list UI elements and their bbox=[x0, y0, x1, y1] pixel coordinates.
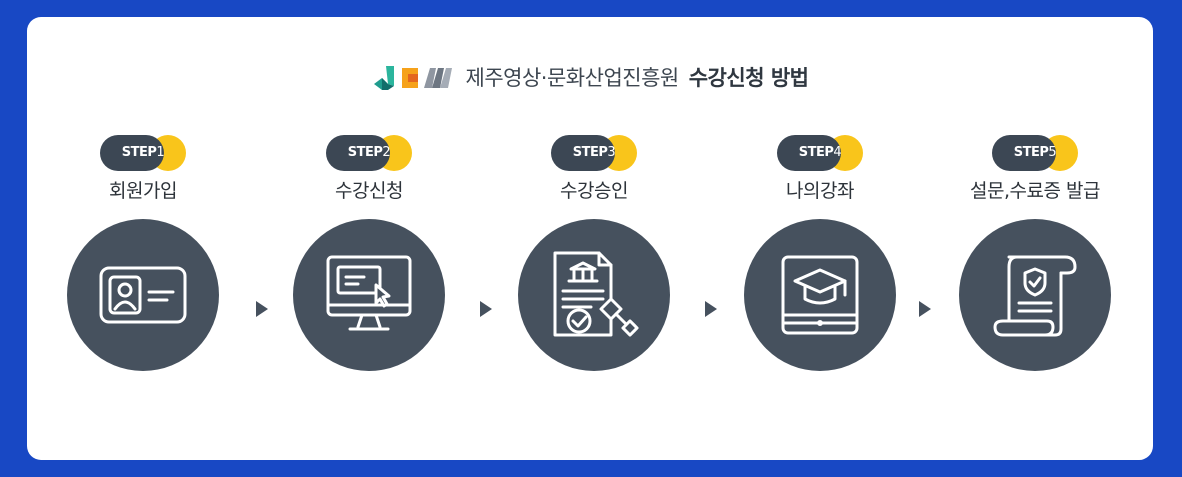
step-badge: STEP1 bbox=[100, 135, 186, 171]
step-badge-label: STEP bbox=[1013, 145, 1049, 160]
step-number: 2 bbox=[382, 145, 391, 160]
step-arrow bbox=[256, 301, 268, 317]
step-badge-label: STEP bbox=[798, 145, 834, 160]
page-title: 수강신청 방법 bbox=[688, 66, 809, 90]
step-label: 수강승인 bbox=[560, 180, 628, 202]
step-circle bbox=[744, 219, 896, 371]
step-label: 나의강좌 bbox=[786, 180, 854, 202]
step-4: STEP4 나의강좌 bbox=[740, 135, 900, 371]
step-badge: STEP4 bbox=[777, 135, 863, 171]
process-card: 제주영상·문화산업진흥원 수강신청 방법 STEP1 회원가입 STEP2 수강 bbox=[27, 17, 1153, 460]
step-badge-label: STEP bbox=[347, 145, 383, 160]
step-label: 수강신청 bbox=[335, 180, 403, 202]
monitor-click-icon bbox=[326, 255, 412, 331]
step-5: STEP5 설문,수료증 발급 bbox=[955, 135, 1115, 371]
step-3: STEP3 수강승인 bbox=[514, 135, 674, 371]
step-label: 회원가입 bbox=[109, 180, 177, 202]
step-1: STEP1 회원가입 bbox=[63, 135, 223, 371]
step-circle bbox=[67, 219, 219, 371]
org-name: 제주영상·문화산업진흥원 bbox=[465, 66, 680, 90]
step-badge: STEP5 bbox=[992, 135, 1078, 171]
header: 제주영상·문화산업진흥원 수강신청 방법 bbox=[27, 57, 1153, 97]
step-arrow bbox=[919, 301, 931, 317]
id-card-icon bbox=[99, 266, 187, 324]
certificate-scroll-icon bbox=[993, 255, 1077, 337]
step-arrow bbox=[705, 301, 717, 317]
step-circle bbox=[293, 219, 445, 371]
step-number: 4 bbox=[833, 145, 842, 160]
step-circle bbox=[959, 219, 1111, 371]
step-badge-label: STEP bbox=[572, 145, 608, 160]
step-badge-label: STEP bbox=[121, 145, 157, 160]
step-label: 설문,수료증 발급 bbox=[970, 180, 1100, 202]
step-2: STEP2 수강신청 bbox=[289, 135, 449, 371]
step-badge: STEP3 bbox=[551, 135, 637, 171]
step-number: 5 bbox=[1048, 145, 1057, 160]
jeju-logo-icon bbox=[373, 66, 452, 90]
step-badge: STEP2 bbox=[326, 135, 412, 171]
course-book-icon bbox=[781, 255, 859, 335]
step-circle bbox=[518, 219, 670, 371]
approved-document-icon bbox=[553, 251, 639, 337]
step-number: 3 bbox=[607, 145, 616, 160]
step-arrow bbox=[480, 301, 492, 317]
step-number: 1 bbox=[156, 145, 165, 160]
